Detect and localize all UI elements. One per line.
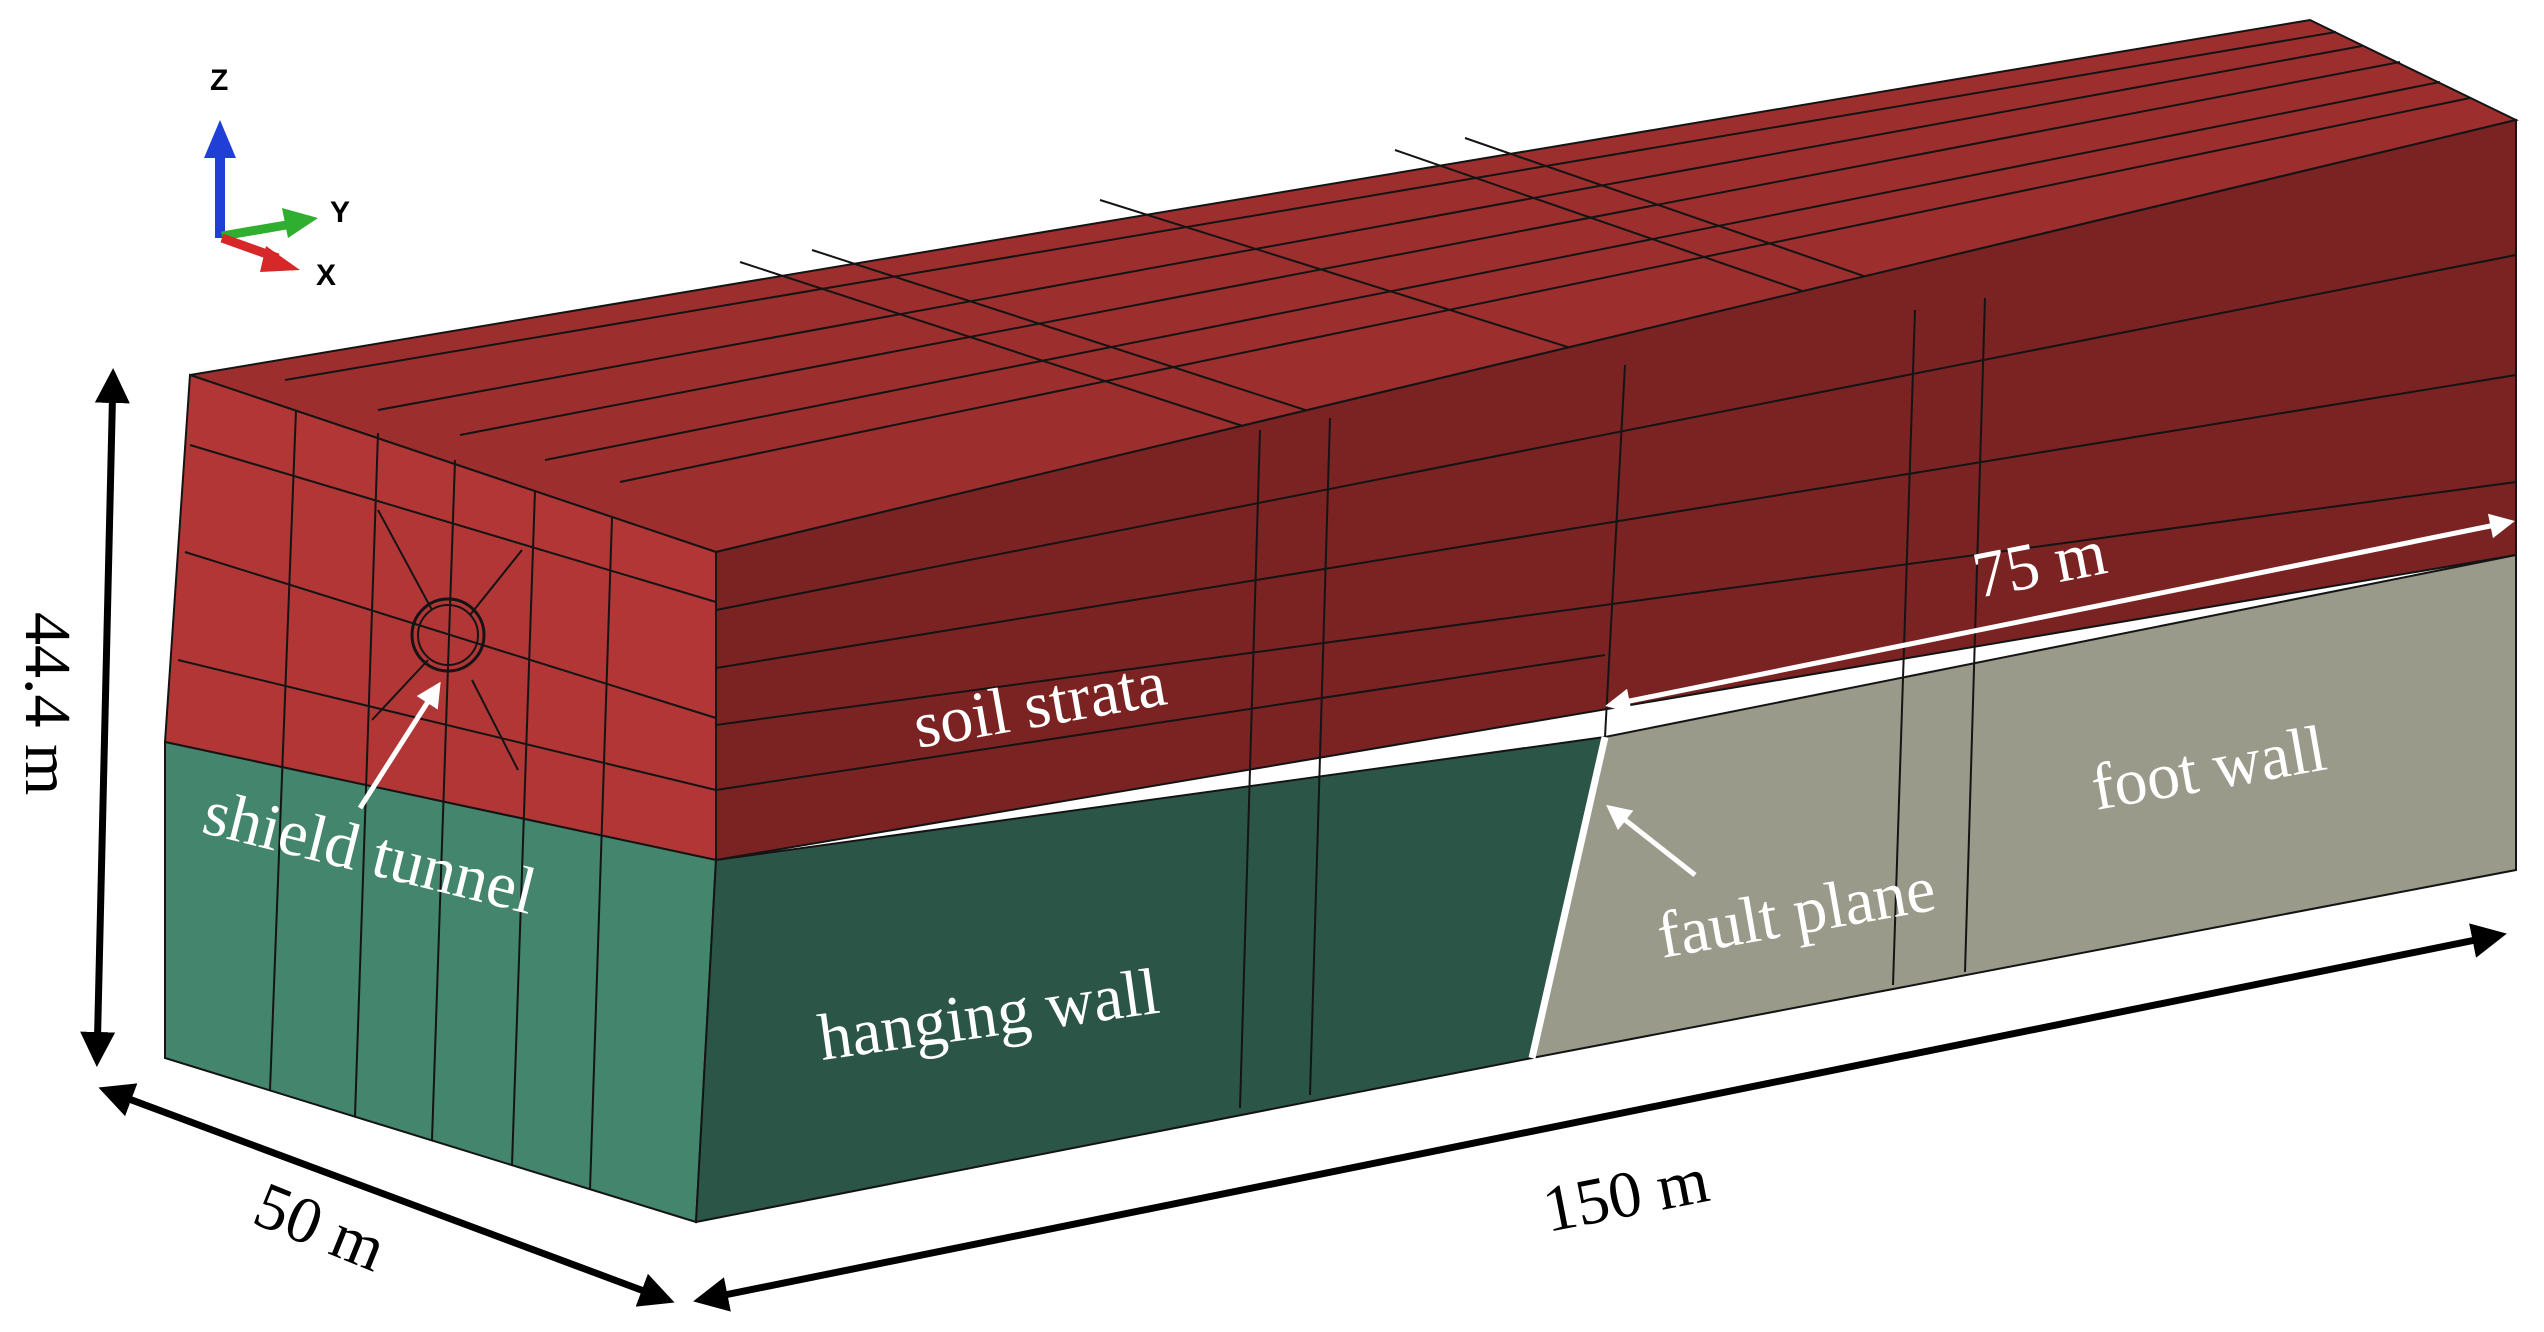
width-dimension-arrow bbox=[98, 1083, 675, 1307]
x-axis-letter: X bbox=[316, 259, 336, 292]
width-dimension-label: 50 m bbox=[244, 1168, 395, 1286]
axis-triad: Z Y X bbox=[204, 64, 350, 292]
fault-plane-arrow bbox=[1606, 804, 1697, 877]
shield-tunnel-arrow bbox=[357, 681, 441, 810]
z-axis-letter: Z bbox=[210, 64, 228, 97]
front-face-mesh bbox=[177, 409, 717, 1191]
height-dimension-label: 44.4 m bbox=[11, 612, 84, 795]
height-dimension-arrow bbox=[80, 368, 130, 1067]
foot-wall-length-arrow bbox=[1605, 513, 2515, 714]
length-dimension-arrow bbox=[693, 923, 2507, 1312]
z-axis-arrowhead bbox=[204, 120, 236, 158]
y-axis-arrow bbox=[221, 219, 293, 241]
tunnel-outer-ring bbox=[410, 597, 486, 673]
y-axis-arrowhead bbox=[282, 208, 318, 238]
y-axis-letter: Y bbox=[330, 196, 350, 229]
length-dimension-label: 150 m bbox=[1537, 1143, 1715, 1246]
top-face-mesh bbox=[284, 31, 2471, 483]
tunnel-inner-ring bbox=[417, 604, 479, 666]
x-axis-arrowhead bbox=[260, 246, 300, 272]
